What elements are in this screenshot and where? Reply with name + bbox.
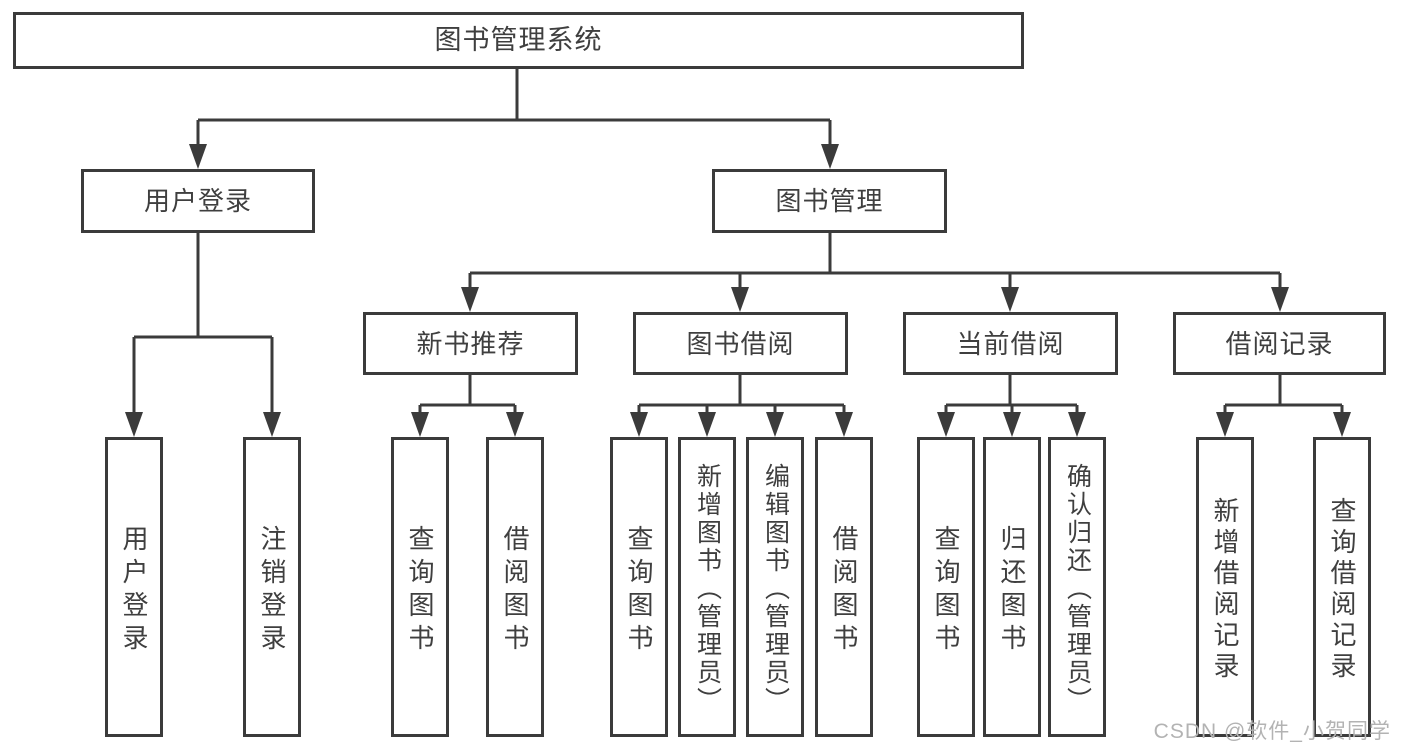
arrowhead xyxy=(1271,287,1289,312)
node-current-borrow-label: 当前借阅 xyxy=(956,328,1065,359)
connector-current-borrow-children xyxy=(937,375,1086,437)
node-new-book-recommend-label: 新书推荐 xyxy=(416,328,525,359)
leaf-add-books-admin-label: 新增图书（管理员） xyxy=(693,462,722,715)
arrowhead xyxy=(821,144,839,169)
leaf-add-borrow-record: 新增借阅记录 xyxy=(1196,437,1254,737)
leaf-confirm-return-admin: 确认归还（管理员） xyxy=(1048,437,1106,737)
arrowhead xyxy=(1003,412,1021,437)
leaf-query-borrow-record-label: 查询借阅记录 xyxy=(1327,496,1357,683)
arrowhead xyxy=(731,287,749,312)
node-borrow-records-label: 借阅记录 xyxy=(1225,328,1334,359)
leaf-return-books: 归还图书 xyxy=(983,437,1041,737)
leaf-user-login-label: 用户登录 xyxy=(119,524,149,657)
connector-new-book-children xyxy=(411,375,524,437)
node-current-borrow: 当前借阅 xyxy=(903,312,1118,375)
leaf-query-books-current-label: 查询图书 xyxy=(931,524,961,657)
leaf-query-books-recommend-label: 查询图书 xyxy=(405,524,435,657)
connector-user-login-children xyxy=(125,233,281,437)
leaf-logout-login-label: 注销登录 xyxy=(257,524,287,657)
arrowhead xyxy=(263,412,281,437)
connector-borrow-records-children xyxy=(1216,375,1351,437)
node-borrow-records: 借阅记录 xyxy=(1173,312,1386,375)
leaf-return-books-label: 归还图书 xyxy=(997,524,1027,657)
arrowhead xyxy=(125,412,143,437)
arrowhead xyxy=(937,412,955,437)
node-user-login-label: 用户登录 xyxy=(143,186,252,216)
connector-root-to-level2 xyxy=(189,69,839,169)
leaf-borrow-books-recommend: 借阅图书 xyxy=(486,437,544,737)
arrowhead xyxy=(698,412,716,437)
leaf-add-books-admin: 新增图书（管理员） xyxy=(678,437,736,737)
arrowhead xyxy=(766,412,784,437)
node-book-management: 图书管理 xyxy=(712,169,947,233)
leaf-confirm-return-admin-label: 确认归还（管理员） xyxy=(1063,462,1092,715)
node-root-label: 图书管理系统 xyxy=(434,25,603,55)
connector-book-mgmt-to-level3 xyxy=(461,233,1289,312)
arrowhead xyxy=(630,412,648,437)
arrowhead xyxy=(506,412,524,437)
node-root: 图书管理系统 xyxy=(13,12,1024,69)
leaf-query-books-recommend: 查询图书 xyxy=(391,437,449,737)
leaf-edit-books-admin: 编辑图书（管理员） xyxy=(746,437,804,737)
arrowhead xyxy=(1333,412,1351,437)
csdn-watermark: CSDN @软件_小贺同学 xyxy=(1153,720,1391,743)
leaf-logout-login: 注销登录 xyxy=(243,437,301,737)
arrowhead xyxy=(189,144,207,169)
arrowhead xyxy=(411,412,429,437)
leaf-edit-books-admin-label: 编辑图书（管理员） xyxy=(761,462,790,715)
leaf-query-books-borrow: 查询图书 xyxy=(610,437,668,737)
arrowhead xyxy=(1216,412,1234,437)
node-new-book-recommend: 新书推荐 xyxy=(363,312,578,375)
node-book-borrow: 图书借阅 xyxy=(633,312,848,375)
node-user-login: 用户登录 xyxy=(81,169,315,233)
leaf-borrow-books-recommend-label: 借阅图书 xyxy=(500,524,530,657)
node-book-borrow-label: 图书借阅 xyxy=(686,328,795,359)
leaf-query-borrow-record: 查询借阅记录 xyxy=(1313,437,1371,737)
leaf-user-login: 用户登录 xyxy=(105,437,163,737)
arrowhead xyxy=(1068,412,1086,437)
leaf-borrow-books-borrow-label: 借阅图书 xyxy=(829,524,859,657)
leaf-add-borrow-record-label: 新增借阅记录 xyxy=(1210,496,1240,683)
connector-book-borrow-children xyxy=(630,375,853,437)
arrowhead xyxy=(835,412,853,437)
node-book-management-label: 图书管理 xyxy=(775,186,884,216)
arrowhead xyxy=(1001,287,1019,312)
arrowhead xyxy=(461,287,479,312)
leaf-query-books-borrow-label: 查询图书 xyxy=(624,524,654,657)
leaf-query-books-current: 查询图书 xyxy=(917,437,975,737)
leaf-borrow-books-borrow: 借阅图书 xyxy=(815,437,873,737)
